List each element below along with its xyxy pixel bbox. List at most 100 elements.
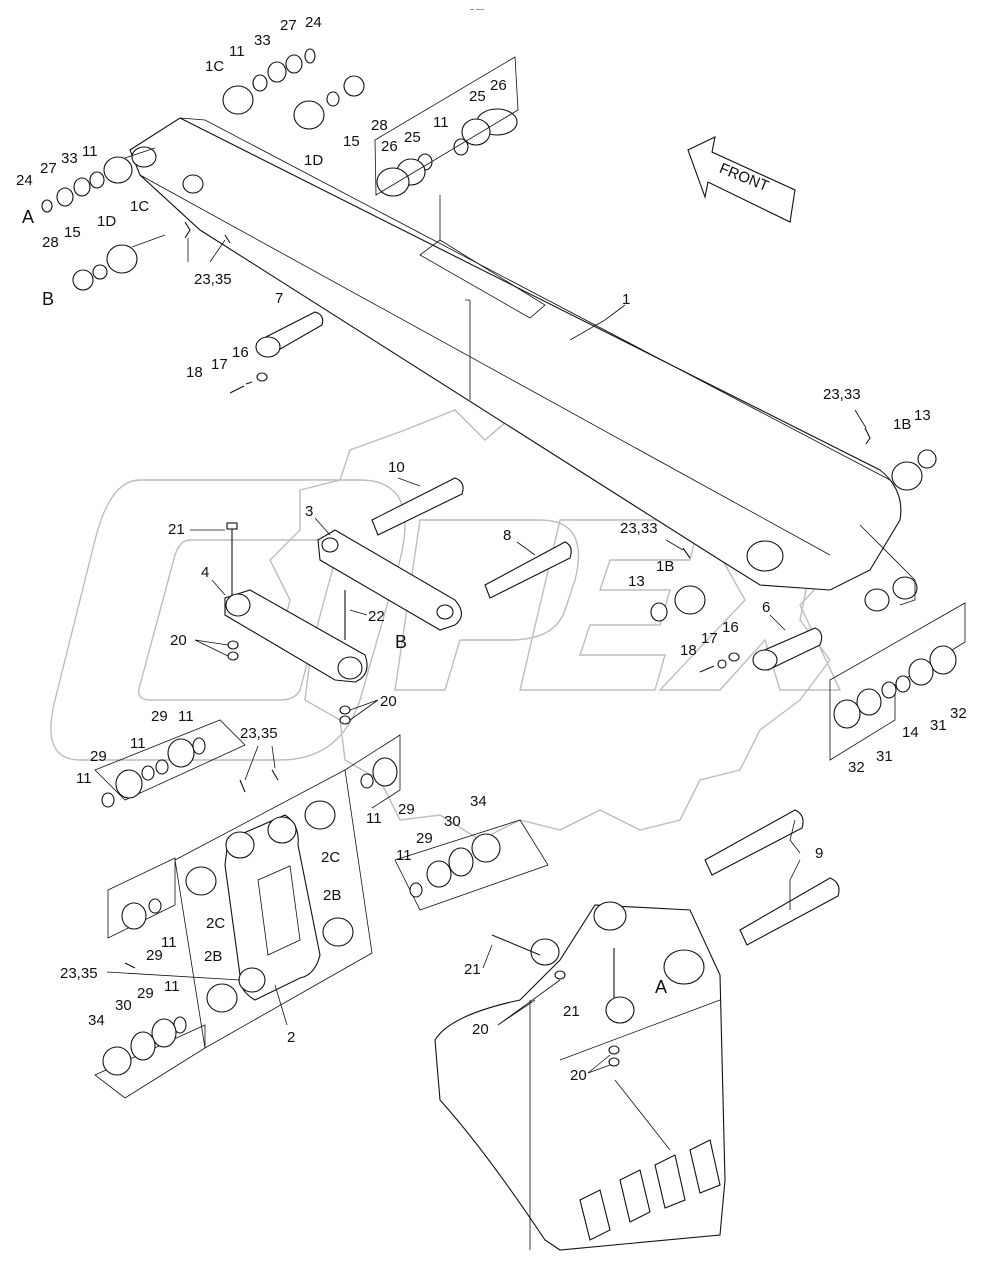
lead-23-35-top [187, 238, 226, 263]
grease-fitting-23-33-mid [682, 547, 691, 559]
lead-20-mid [349, 699, 379, 721]
link-2-washer-frame-right [344, 734, 401, 809]
callout-33-top: 33 [254, 32, 271, 49]
washer-32-b [833, 699, 861, 729]
callout-labels: ~ ~~ 1 1B 1B 1C 1C 1D 1D 2 2B 2B 2C 2C 3… [16, 7, 967, 1084]
grease-fitting-23-33-top [864, 427, 871, 445]
leader-lines [106, 238, 867, 1151]
callout-20-c: 20 [472, 1021, 489, 1038]
washer-11-j [409, 882, 423, 898]
lead-1 [569, 304, 626, 341]
washer-11-i [360, 773, 374, 789]
callout-18-top: 18 [186, 364, 203, 381]
callout-1c-top: 1C [205, 58, 224, 75]
bolt-18-top [229, 381, 253, 394]
callout-26-b: 26 [381, 138, 398, 155]
washer-27-top [285, 54, 303, 74]
callout-20-a: 20 [170, 632, 187, 649]
callout-33-left: 33 [61, 150, 78, 167]
callout-21-a: 21 [168, 521, 185, 538]
bucket-boss-left [530, 938, 560, 966]
washer-29-a [167, 738, 195, 768]
washer-16-right [728, 652, 740, 662]
pin-axis-lines [124, 147, 166, 248]
bucket-teeth [579, 1139, 721, 1241]
callout-b-left: B [42, 289, 54, 309]
callout-34-b: 34 [88, 1012, 105, 1029]
lead-20-bucket [587, 1054, 611, 1074]
arm-edge-upper [179, 117, 891, 481]
pin-7-assembly [229, 311, 324, 394]
callout-27-top: 27 [280, 17, 297, 34]
lead-22 [349, 609, 368, 616]
callout-29-d: 29 [416, 830, 433, 847]
callout-1c-left: 1C [130, 198, 149, 215]
washer-28-left [72, 269, 94, 291]
callout-8: 8 [503, 527, 511, 544]
callout-21-b: 21 [464, 961, 481, 978]
arm-body [129, 117, 902, 591]
pins-9 [704, 809, 840, 946]
arm-boss-top [131, 146, 157, 168]
callout-29-f: 29 [137, 985, 154, 1002]
bushing-1c-top [222, 85, 254, 115]
lead-10 [397, 477, 421, 487]
washer-11-d [155, 759, 169, 775]
callout-17-top: 17 [211, 356, 228, 373]
bushing-2c-right [304, 800, 336, 830]
bolt-18-right [699, 665, 715, 673]
bucket-boss-right [663, 949, 705, 985]
washer-11-a [453, 138, 469, 156]
right-pin-parts [650, 427, 937, 673]
lead-23-33-top [854, 409, 867, 429]
callout-11-stack: 11 [433, 114, 449, 131]
lead-23-35-mid [244, 745, 276, 781]
callout-11-g: 11 [396, 847, 412, 864]
callout-13-top: 13 [914, 407, 931, 424]
callout-30-a: 30 [444, 813, 461, 830]
callout-2: 2 [287, 1029, 295, 1046]
top-left-pin-parts [41, 48, 365, 291]
washer-13-mid [650, 602, 668, 622]
pin-6-plate [752, 649, 778, 671]
callout-11-top: 11 [229, 43, 245, 60]
washer-25-a [461, 118, 491, 146]
washer-11-f [101, 792, 115, 808]
arm-assembly [129, 117, 918, 612]
callout-20-b: 20 [380, 693, 397, 710]
pin-7-plate [255, 336, 281, 358]
grease-fitting-23-35 [239, 769, 279, 793]
arm-end-boss [746, 540, 784, 572]
callout-10: 10 [388, 459, 405, 476]
callout-23-33-mid: 23,33 [620, 520, 658, 537]
washer-15-left [92, 264, 108, 280]
ring-24-top [304, 48, 316, 64]
washer-31-b [856, 688, 882, 716]
callout-23-35-left: 23,35 [60, 965, 98, 982]
link-2-boss-top-2 [267, 816, 297, 844]
washer-11-c [192, 737, 206, 755]
callout-23-33-top: 23,33 [823, 386, 861, 403]
link-2-boss-top [225, 831, 255, 859]
bucket-boss-top [593, 901, 627, 931]
callout-2b-left: 2B [204, 948, 222, 965]
nut-20-d [339, 715, 351, 725]
lead-8 [516, 541, 536, 556]
lead-bucket-axis [614, 1079, 671, 1151]
link-2-boss-bottom [238, 967, 266, 993]
callout-34-a: 34 [470, 793, 487, 810]
bolt-21-a-head [226, 522, 238, 530]
washer-13-top [917, 449, 937, 469]
callout-11-f: 11 [366, 810, 382, 827]
lead-21-bucket [482, 944, 493, 969]
grease-fitting-left [184, 221, 231, 244]
arm-section-mark [465, 299, 471, 400]
callout-b-mid: B [395, 632, 407, 652]
arm-end-plate [859, 524, 916, 606]
link-2-assembly [124, 769, 373, 1049]
bucket-body [434, 904, 726, 1251]
bucket-boss-lower [605, 996, 635, 1024]
washer-11-e [141, 765, 155, 781]
nut-20-g [608, 1057, 620, 1067]
